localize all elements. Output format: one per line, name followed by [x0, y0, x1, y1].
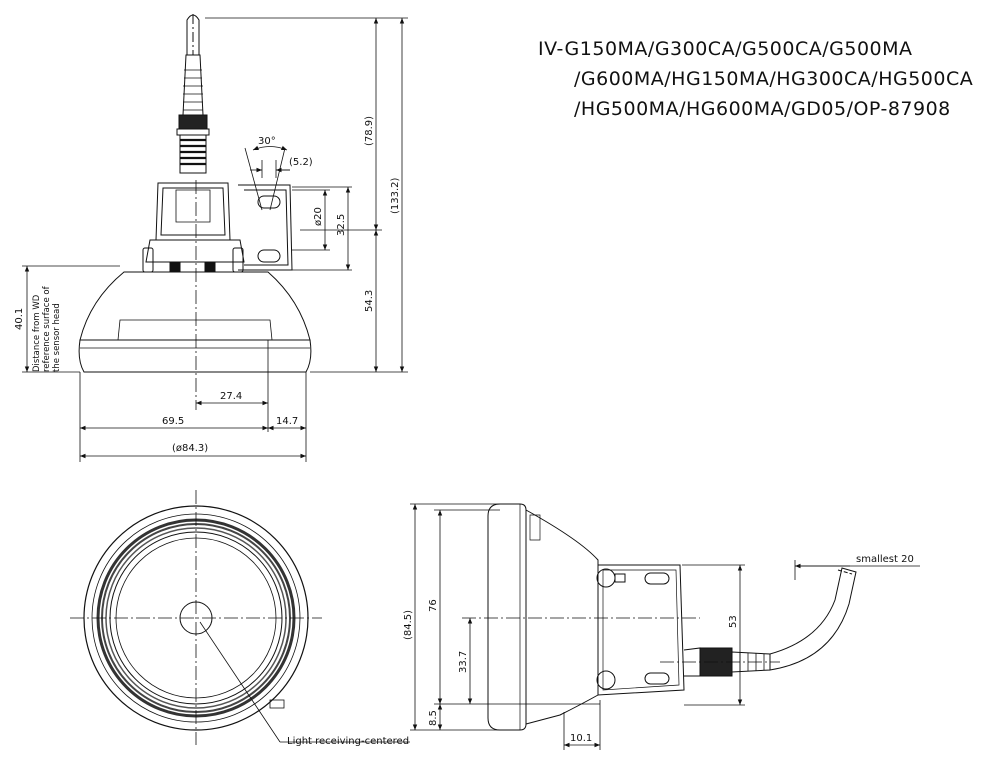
- model-title-line-2: /G600MA/HG150MA/HG300CA/HG500CA: [574, 68, 974, 90]
- dim-dia-84-3: (ø84.3): [172, 443, 208, 454]
- side-view-dimensions: [410, 503, 920, 750]
- dim-40-1: 40.1: [14, 308, 25, 330]
- front-view-labels: 30° (5.2) ø20 32.5 (78.9) (133.2) 54.3 4…: [14, 116, 401, 454]
- wd-note-line-1: Distance from WD: [32, 294, 42, 372]
- dim-8-5: 8.5: [428, 710, 439, 726]
- dim-5-2: (5.2): [289, 157, 313, 168]
- dim-76: 76: [428, 599, 439, 612]
- wd-note-line-3: the sensor head: [52, 303, 62, 372]
- dim-27-4: 27.4: [220, 391, 242, 402]
- dim-32-5: 32.5: [336, 214, 347, 236]
- dim-78-9: (78.9): [364, 116, 375, 146]
- dim-33-7: 33.7: [458, 651, 469, 673]
- front-view-dimensions: [22, 17, 408, 462]
- side-view: [462, 503, 857, 731]
- side-view-labels: (84.5) 76 33.7 8.5 53 10.1 smallest 20: [403, 554, 914, 744]
- dim-54-3: 54.3: [364, 290, 375, 312]
- front-view: [78, 14, 312, 410]
- model-title-line-3: /HG500MA/HG600MA/GD05/OP-87908: [574, 98, 951, 120]
- dim-30deg: 30°: [258, 136, 276, 147]
- dim-53: 53: [728, 615, 739, 628]
- dim-84-5: (84.5): [403, 610, 414, 640]
- dim-14-7: 14.7: [276, 416, 298, 427]
- light-receiving-note: Light receiving-centered: [287, 736, 409, 747]
- bottom-view: [70, 490, 410, 745]
- dim-133-2: (133.2): [390, 177, 401, 214]
- model-title-block: IV-G150MA/G300CA/G500CA/G500MA /G600MA/H…: [538, 34, 988, 124]
- model-title-line-1: IV-G150MA/G300CA/G500CA/G500MA: [538, 38, 913, 60]
- dim-dia-20: ø20: [313, 207, 324, 226]
- wd-note-line-2: reference surface of: [42, 285, 52, 372]
- dim-69-5: 69.5: [162, 416, 184, 427]
- dim-10-1: 10.1: [570, 733, 592, 744]
- dim-smallest-20: smallest 20: [856, 554, 914, 565]
